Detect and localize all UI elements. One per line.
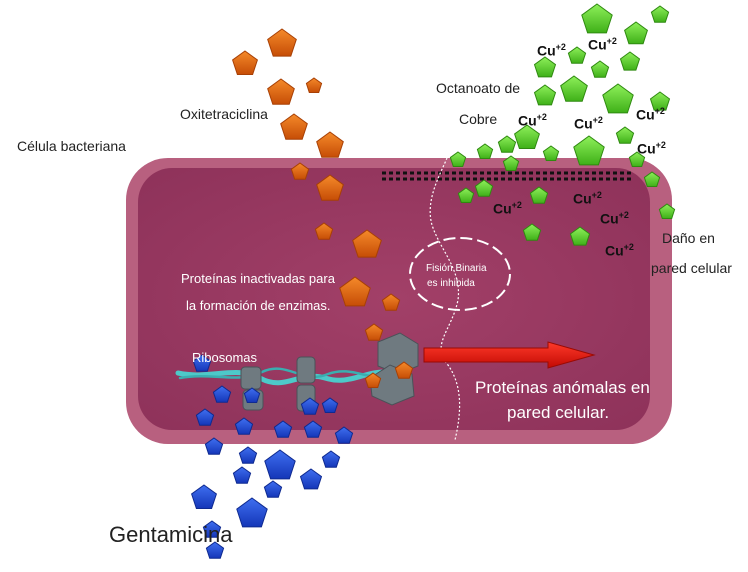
gentamicin-molecule [192,354,212,372]
oxytetracycline-molecule [316,174,344,201]
gentamicin-molecule [273,420,293,438]
copper-octanoate-molecule [560,75,588,102]
copper-octanoate-molecule [514,124,540,149]
oxytetracycline-molecule [290,162,310,180]
copper-octanoate-molecule [449,151,467,167]
oxytetracycline-molecule [394,361,414,379]
binary-fission-label-2: es inhibida [427,278,475,289]
gentamicin-molecule [263,480,283,498]
gentamicin-molecule [264,449,296,480]
dna-strand-2 [178,367,394,380]
oxytetracycline-label: Oxitetraciclina [180,106,268,122]
copper-octanoate-molecule [619,51,641,71]
oxytetracycline-molecule [267,28,297,57]
copper-octanoate-molecule [533,84,557,106]
copper-ion-label: Cu+2 [537,42,566,59]
binary-fission-label-1: Fisión Binaria [426,263,487,274]
gentamicin-molecule [243,387,261,403]
abnormal-proteins-label-1: Proteínas anómalas en [475,378,650,397]
abnormal-proteins-label-2: pared celular. [507,403,610,422]
copper-octanoate-molecule [529,186,549,204]
oxytetracycline-molecule [314,222,334,240]
dna-strand [175,369,393,386]
copper-ion-label: Cu+2 [574,115,603,132]
gentamicin-molecule [236,497,268,528]
copper-octanoate-molecule [602,83,634,114]
copper-octanoate-molecule [522,223,542,241]
copper-octanoate-molecule [590,60,610,78]
gentamicin-molecule [238,446,258,464]
oxytetracycline-molecule [280,113,308,140]
copper-octanoate-molecule [615,126,635,144]
copper-octanoate-molecule [497,135,517,153]
copper-ion-label: Cu+2 [636,106,665,123]
binary-fission-ellipse [409,237,511,311]
copper-octanoate-molecule [573,135,605,166]
gentamicin-molecule [202,520,222,538]
oxytetracycline-molecule [364,323,384,341]
wall-damage-label-2: pared celular [651,260,732,276]
copper-ion-label: Cu+2 [588,36,617,53]
copper-octanoate-molecule [649,91,671,111]
copper-octanoate-molecule [567,46,587,64]
oxytetracycline-molecule [339,276,371,307]
copper-octanoate-molecule [628,151,646,167]
copper-ion-label: Cu+2 [637,140,666,157]
copper-octanoate-molecule [624,21,648,45]
copper-octanoate-molecule [650,5,670,23]
copper-octanoate-molecule [581,3,613,34]
gentamicin-molecule [191,484,217,509]
copper-ion-label: Cu+2 [518,112,547,129]
copper-octanoate-label-2: Cobre [459,111,498,127]
ribosomes-label: Ribosomas [192,350,258,365]
gentamicin-molecule [300,397,320,415]
wall-damage-label-1: Daño en [662,230,715,246]
oxytetracycline-molecule [381,293,401,311]
copper-octanoate-molecule [542,145,560,161]
gentamicin-molecule [204,437,224,455]
copper-octanoate-label-1: Octanoato de [436,80,521,96]
inactivated-proteins-label-1: Proteínas inactivadas para [181,271,335,286]
copper-octanoate-molecule [476,143,494,159]
gentamicin-molecules [191,354,354,559]
oxytetracycline-molecule [305,77,323,93]
copper-octanoate-molecule [569,226,591,246]
gentamicin-molecule [303,420,323,438]
copper-ion-label: Cu+2 [493,200,522,217]
arrow-right [423,341,596,369]
oxytetracycline-molecules [232,28,414,388]
oxytetracycline-molecule [316,131,344,158]
inactivated-proteins-label-2: la formación de enzimas. [186,298,331,313]
copper-octanoate-molecule [457,187,475,203]
gentamicin-molecule [334,426,354,444]
oxytetracycline-molecule [352,229,382,258]
copper-octanoate-molecule [502,155,520,171]
gentamicin-molecule [321,450,341,468]
gentamicin-molecule [321,397,339,413]
gentamicin-molecule [212,385,232,403]
copper-ion-label: Cu+2 [605,242,634,259]
oxytetracycline-molecule [364,372,382,388]
copper-octanoate-molecule [643,171,661,187]
copper-molecules [449,3,676,246]
oxytetracycline-molecule [232,50,258,75]
gentamicin-label: Gentamicina [109,522,233,547]
copper-ion-label: Cu+2 [600,210,629,227]
gentamicin-molecule [232,466,252,484]
gentamicin-molecule [234,417,254,435]
gentamicin-molecule [205,541,225,559]
gentamicin-molecule [195,408,215,426]
gentamicin-molecule [299,468,323,490]
copper-octanoate-molecule [658,203,676,219]
copper-octanoate-molecule [474,179,494,197]
copper-ion-label: Cu+2 [573,190,602,207]
cell-label: Célula bacteriana [17,138,126,154]
copper-octanoate-molecule [533,56,557,78]
oxytetracycline-molecule [267,78,295,105]
